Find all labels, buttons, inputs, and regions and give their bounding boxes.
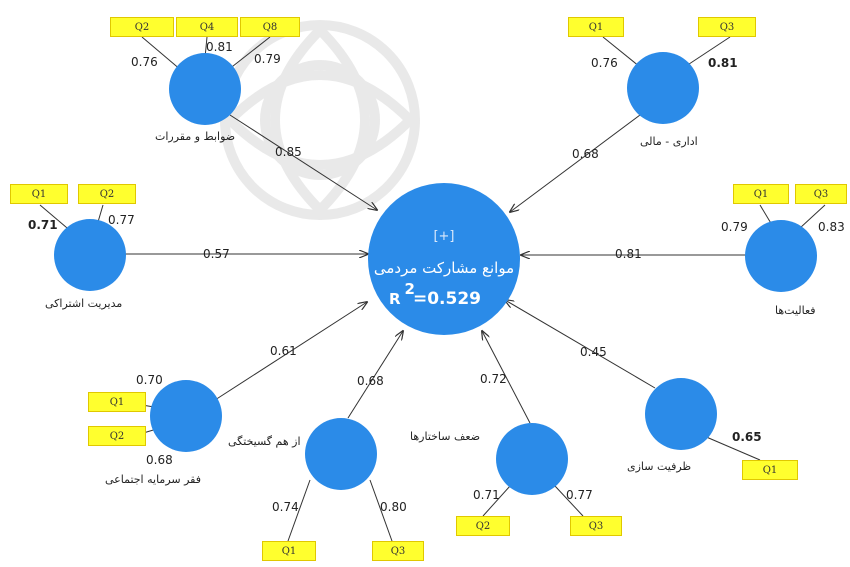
node-financial[interactable] (627, 52, 699, 124)
label-regulations: ضوابط و مقررات (155, 130, 236, 143)
indicator-financial-q3[interactable]: Q3 (698, 17, 756, 37)
loading-capacity-q1: 0.65 (732, 430, 762, 444)
central-construct-label: موانع مشارکت مردمی (373, 259, 515, 277)
indicator-weak-structures-q2[interactable]: Q2 (456, 516, 510, 536)
path-capacity-arrow (505, 300, 656, 389)
path-coef-capacity: 0.45 (580, 345, 607, 359)
path-coef-financial: 0.68 (572, 147, 599, 161)
indicator-weak-structures-q3[interactable]: Q3 (570, 516, 622, 536)
node-regulations[interactable] (169, 53, 241, 125)
loading-regulations-q4: 0.81 (206, 40, 233, 54)
loading-disintegration-q3: 0.80 (380, 500, 407, 514)
path-financial-arrow (510, 114, 641, 212)
loading-financial-q1: 0.76 (591, 56, 618, 70)
r-squared-sup: 2 (404, 280, 415, 298)
path-coef-disintegration: 0.68 (357, 374, 384, 388)
label-capacity: ظرفیت سازی (627, 460, 692, 473)
r-squared-value: =0.529 (412, 289, 482, 309)
indicator-regulations-q4[interactable]: Q4 (176, 17, 238, 37)
node-weak-structures[interactable] (496, 423, 568, 495)
loading-participatory-q1: 0.71 (28, 218, 58, 232)
label-weak-structures: ضعف ساختارها (410, 430, 481, 443)
loading-social-capital-q1: 0.70 (136, 373, 163, 387)
path-coef-participatory: 0.57 (203, 247, 230, 261)
node-social-capital[interactable] (150, 380, 222, 452)
r-squared: R2=0.529 (368, 280, 520, 309)
indicator-activities-q3[interactable]: Q3 (795, 184, 847, 204)
label-activities: فعالیت‌ها (775, 304, 816, 317)
indicator-financial-q1[interactable]: Q1 (568, 17, 624, 37)
indicator-regulations-q8[interactable]: Q8 (240, 17, 300, 37)
loading-participatory-q2: 0.77 (108, 213, 135, 227)
loading-activities-q3: 0.83 (818, 220, 845, 234)
path-coef-regulations: 0.85 (275, 145, 302, 159)
label-disintegration: از هم گسیختگی (228, 435, 301, 448)
path-social-capital-arrow (214, 302, 367, 401)
loading-activities-q1: 0.79 (721, 220, 748, 234)
path-coef-activities: 0.81 (615, 247, 642, 261)
node-activities[interactable] (745, 220, 817, 292)
indicator-capacity-q1[interactable]: Q1 (742, 460, 798, 480)
label-social-capital: فقر سرمایه اجتماعی (105, 473, 201, 486)
path-weak-structures-arrow (482, 331, 531, 424)
indicator-participatory-q1[interactable]: Q1 (10, 184, 68, 204)
indicator-disintegration-q3[interactable]: Q3 (372, 541, 424, 561)
node-disintegration[interactable] (305, 418, 377, 490)
label-participatory: مدیریت اشتراکی (45, 297, 123, 310)
label-financial: اداری - مالی (640, 135, 698, 148)
path-regulations-arrow (229, 114, 377, 210)
loading-regulations-q8: 0.79 (254, 52, 281, 66)
indicator-regulations-q2[interactable]: Q2 (110, 17, 174, 37)
node-capacity[interactable] (645, 378, 717, 450)
loading-regulations-q2: 0.76 (131, 55, 158, 69)
loading-social-capital-q2: 0.68 (146, 453, 173, 467)
expand-icon[interactable]: [+] (433, 229, 455, 244)
loading-financial-q3: 0.81 (708, 56, 738, 70)
loading-disintegration-q1: 0.74 (272, 500, 299, 514)
indicator-social-capital-q1[interactable]: Q1 (88, 392, 146, 412)
loading-weak-structures-q3: 0.77 (566, 488, 593, 502)
path-coef-social-capital: 0.61 (270, 344, 297, 358)
indicator-participatory-q2[interactable]: Q2 (78, 184, 136, 204)
loading-weak-structures-q2: 0.71 (473, 488, 500, 502)
indicator-social-capital-q2[interactable]: Q2 (88, 426, 146, 446)
path-disintegration-arrow (347, 331, 403, 419)
node-participatory[interactable] (54, 219, 126, 291)
indicator-activities-q1[interactable]: Q1 (733, 184, 789, 204)
r-squared-label: R (388, 290, 401, 308)
path-coef-weak-structures: 0.72 (480, 372, 507, 386)
central-construct[interactable]: [+] موانع مشارکت مردمی R2=0.529 (368, 183, 520, 335)
indicator-disintegration-q1[interactable]: Q1 (262, 541, 316, 561)
